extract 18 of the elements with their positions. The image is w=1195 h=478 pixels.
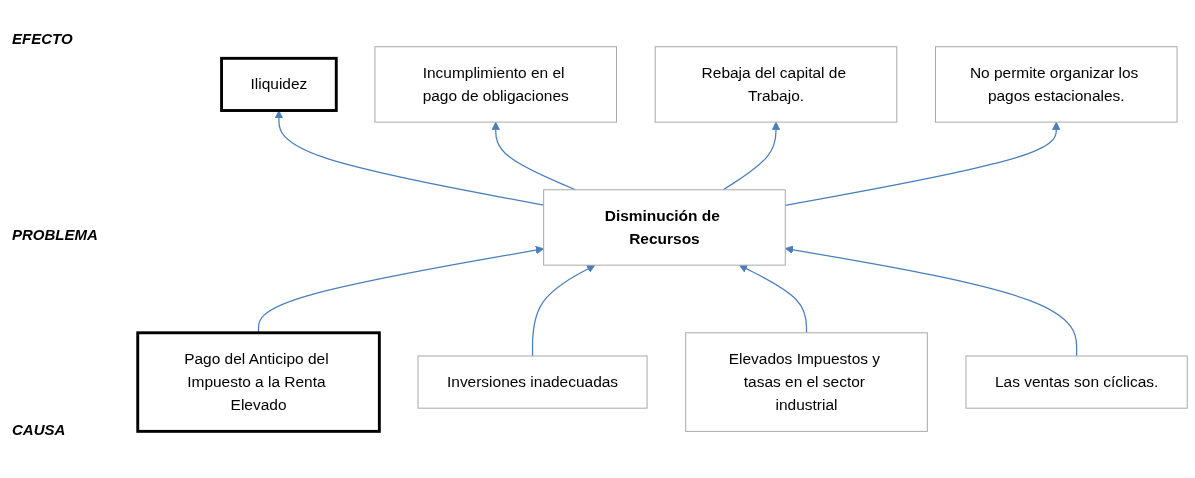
node-box: Disminución de Recursos [543, 189, 786, 266]
node-box: Iliquidez [220, 56, 338, 112]
row-label: EFECTO [12, 30, 74, 47]
node-box: Pago del Anticipo del Impuesto a la Renta Elevado [136, 331, 381, 433]
arrow [784, 121, 1061, 206]
arrow [274, 110, 545, 206]
arrow [722, 121, 781, 191]
node-box: Rebaja del capital de Trabajo. [654, 46, 898, 123]
node-box: No permite organizar los pagos estacionales. [934, 46, 1178, 123]
row-label: CAUSA [12, 421, 67, 438]
node-box: Las ventas son cíclicas. [965, 355, 1188, 409]
node-box: Incumplimiento en el pago de obligaciones [374, 46, 617, 123]
node-box: Inversiones inadecuadas [417, 355, 648, 409]
row-label: PROBLEMA [12, 225, 99, 243]
arrow [784, 245, 1078, 357]
arrow [531, 264, 596, 357]
node-box: Elevados Impuestos y tasas en el sector industrial [685, 332, 928, 432]
arrow [738, 264, 808, 334]
